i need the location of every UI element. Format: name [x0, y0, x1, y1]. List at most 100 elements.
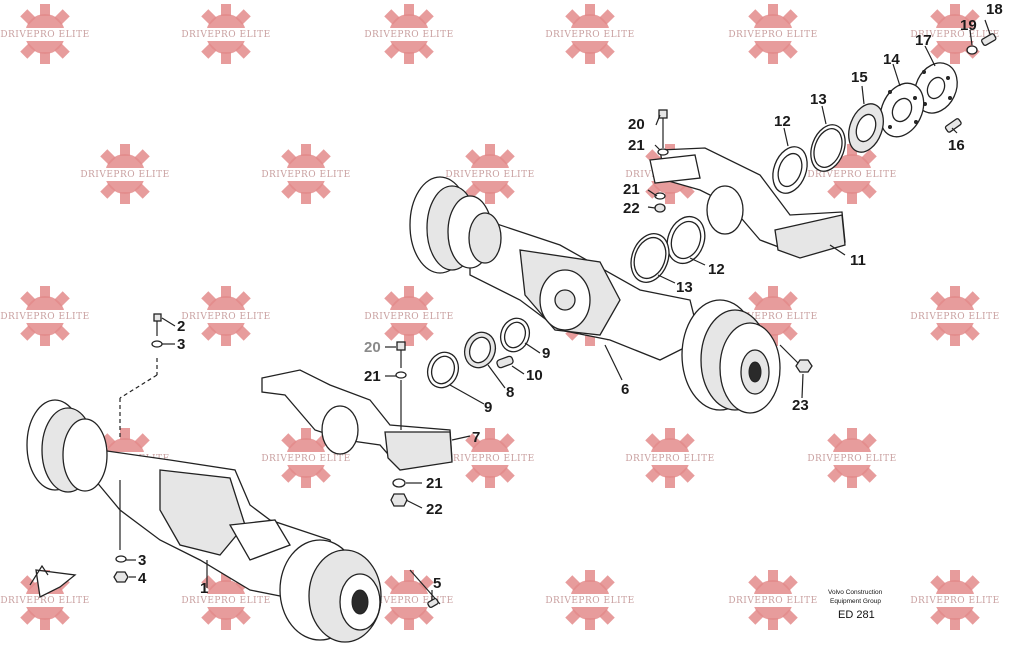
callout-19: 19: [960, 17, 977, 34]
watermark-tile: DRIVEPRO ELITE: [445, 428, 534, 488]
watermark-text: DRIVEPRO ELITE: [80, 170, 169, 180]
watermark-text: DRIVEPRO ELITE: [728, 30, 817, 40]
callout-21-left: 21: [364, 368, 381, 385]
watermark-tile: DRIVEPRO ELITE: [80, 144, 169, 204]
watermark-tile: DRIVEPRO ELITE: [0, 286, 89, 346]
direction-arrow-icon: [29, 564, 77, 598]
watermark-text: DRIVEPRO ELITE: [181, 596, 270, 606]
watermark-tile: DRIVEPRO ELITE: [807, 428, 896, 488]
callout-21-top: 21: [628, 137, 645, 154]
callout-3-bottom: 3: [138, 552, 146, 569]
callout-6: 6: [621, 381, 629, 398]
front-axle-housing: [26, 399, 382, 643]
watermark-tile: DRIVEPRO ELITE: [807, 144, 896, 204]
watermark-text: DRIVEPRO ELITE: [0, 30, 89, 40]
watermark-tile: DRIVEPRO ELITE: [910, 4, 999, 64]
callout-21-mid: 21: [623, 181, 640, 198]
part-9-seal-lower: [426, 351, 460, 389]
stamp-code: ED 281: [838, 609, 875, 621]
watermark-tile: DRIVEPRO ELITE: [181, 570, 270, 630]
watermark-tile: DRIVEPRO ELITE: [728, 286, 817, 346]
callout-21-bottom: 21: [426, 475, 443, 492]
part-23-nut: [795, 359, 813, 373]
callout-20-mid: 20: [364, 339, 381, 356]
part-12-ring-mid: [666, 215, 706, 265]
watermark-text: DRIVEPRO ELITE: [261, 170, 350, 180]
watermark-tile: DRIVEPRO ELITE: [625, 428, 714, 488]
part-5-bolt: [427, 597, 439, 609]
callout-9-lower: 9: [484, 399, 492, 416]
part-20-bolt-mid: [390, 341, 408, 507]
callout-23: 23: [792, 397, 809, 414]
watermark-layer: DRIVEPRO ELITE DRIVEPRO ELITE DRIVEPRO ELI…: [0, 4, 999, 630]
part-11-bracket: [649, 147, 846, 259]
callout-12-mid: 12: [708, 261, 725, 278]
publisher-stamp: Volvo Construction Equipment Group ED 28…: [828, 589, 883, 621]
part-9-seal-upper: [499, 317, 531, 353]
callout-17: 17: [915, 32, 932, 49]
watermark-tile: DRIVEPRO ELITE: [181, 4, 270, 64]
callout-5: 5: [433, 575, 441, 592]
watermark-text: DRIVEPRO ELITE: [910, 30, 999, 40]
callout-15: 15: [851, 69, 868, 86]
part-7-bracket: [261, 369, 453, 471]
callout-3-top: 3: [177, 336, 185, 353]
callout-18: 18: [986, 1, 1003, 18]
watermark-tile: DRIVEPRO ELITE: [910, 570, 999, 630]
rear-axle-housing: [409, 176, 781, 414]
part-20-bolt-top: [654, 109, 669, 213]
part-19-washer: [966, 45, 978, 55]
watermark-text: DRIVEPRO ELITE: [181, 30, 270, 40]
watermark-text: DRIVEPRO ELITE: [445, 170, 534, 180]
callout-8: 8: [506, 384, 514, 401]
watermark-text: DRIVEPRO ELITE: [807, 170, 896, 180]
watermark-tile: DRIVEPRO ELITE: [0, 570, 89, 630]
part-15-disc: [848, 103, 884, 153]
callout-14: 14: [883, 51, 900, 68]
callout-13-top: 13: [810, 91, 827, 108]
callout-16: 16: [948, 137, 965, 154]
watermark-tile: DRIVEPRO ELITE: [545, 4, 634, 64]
watermark-text: DRIVEPRO ELITE: [625, 454, 714, 464]
callout-2: 2: [177, 318, 185, 335]
watermark-text: DRIVEPRO ELITE: [910, 312, 999, 322]
watermark-text: DRIVEPRO ELITE: [0, 312, 89, 322]
watermark-text: DRIVEPRO ELITE: [728, 596, 817, 606]
watermark-tile: DRIVEPRO ELITE: [545, 570, 634, 630]
part-13-ring-mid: [630, 233, 670, 283]
watermark-text: DRIVEPRO ELITE: [364, 596, 453, 606]
watermark-tile: DRIVEPRO ELITE: [364, 570, 453, 630]
part-12-bushing: [772, 146, 808, 194]
watermark-tile: DRIVEPRO ELITE: [364, 4, 453, 64]
part-16-bolt: [944, 118, 962, 133]
stamp-company-line2: Equipment Group: [830, 598, 881, 605]
callout-22-top: 22: [623, 200, 640, 217]
part-13-ring: [810, 124, 846, 172]
part-14-flange: [879, 82, 925, 138]
watermark-text: DRIVEPRO ELITE: [181, 312, 270, 322]
callout-22-bottom: 22: [426, 501, 443, 518]
watermark-tile: DRIVEPRO ELITE: [181, 286, 270, 346]
callout-12-top: 12: [774, 113, 791, 130]
callout-11: 11: [850, 252, 866, 269]
watermark-text: DRIVEPRO ELITE: [0, 596, 89, 606]
watermark-text: DRIVEPRO ELITE: [364, 312, 453, 322]
watermark-text: DRIVEPRO ELITE: [445, 454, 534, 464]
watermark-tile: DRIVEPRO ELITE: [910, 286, 999, 346]
watermark-tile: DRIVEPRO ELITE: [445, 144, 534, 204]
watermark-text: DRIVEPRO ELITE: [910, 596, 999, 606]
watermark-tile: DRIVEPRO ELITE: [261, 428, 350, 488]
watermark-text: DRIVEPRO ELITE: [545, 596, 634, 606]
watermark-text: DRIVEPRO ELITE: [728, 312, 817, 322]
part-17-flange: [914, 62, 958, 114]
part-8-bushing: [463, 331, 497, 369]
watermark-text: DRIVEPRO ELITE: [807, 454, 896, 464]
callout-1: 1: [200, 580, 208, 597]
callout-10: 10: [526, 367, 543, 384]
watermark-tile: DRIVEPRO ELITE: [261, 144, 350, 204]
watermark-tile: DRIVEPRO ELITE: [0, 4, 89, 64]
callout-7: 7: [472, 429, 480, 446]
watermark-tile: DRIVEPRO ELITE: [728, 4, 817, 64]
